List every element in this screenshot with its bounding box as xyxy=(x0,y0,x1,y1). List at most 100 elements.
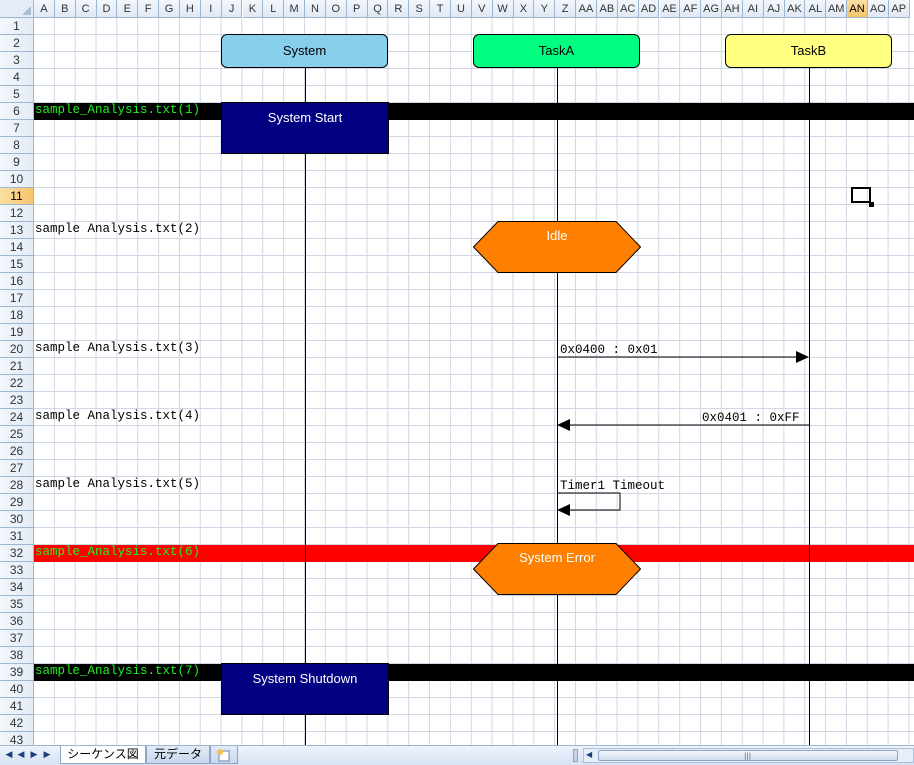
column-header-l[interactable]: L xyxy=(263,0,285,18)
column-header-af[interactable]: AF xyxy=(680,0,702,18)
column-header-e[interactable]: E xyxy=(117,0,139,18)
row-header-25[interactable]: 25 xyxy=(0,426,34,443)
row-header-21[interactable]: 21 xyxy=(0,358,34,375)
column-header-d[interactable]: D xyxy=(96,0,118,18)
row-header-39[interactable]: 39 xyxy=(0,664,34,681)
first-sheet-icon[interactable]: ◀ xyxy=(5,750,13,760)
row-header-7[interactable]: 7 xyxy=(0,120,34,137)
row-header-40[interactable]: 40 xyxy=(0,681,34,698)
row-header-9[interactable]: 9 xyxy=(0,154,34,171)
row-header-1[interactable]: 1 xyxy=(0,18,34,35)
msg2-label[interactable]: 0x0401 : 0xFF xyxy=(702,411,800,425)
row-header-41[interactable]: 41 xyxy=(0,698,34,715)
cell-grid[interactable] xyxy=(34,18,914,745)
column-header-f[interactable]: F xyxy=(138,0,160,18)
column-header-ap[interactable]: AP xyxy=(888,0,910,18)
row-header-2[interactable]: 2 xyxy=(0,35,34,52)
next-sheet-icon[interactable]: ▶ xyxy=(30,750,38,760)
column-header-p[interactable]: P xyxy=(346,0,368,18)
row-header-10[interactable]: 10 xyxy=(0,171,34,188)
prev-sheet-icon[interactable]: ◀ xyxy=(17,750,25,760)
scroll-left-icon[interactable]: ◀ xyxy=(586,750,593,759)
column-header-am[interactable]: AM xyxy=(826,0,848,18)
column-header-t[interactable]: T xyxy=(430,0,451,18)
row-header-26[interactable]: 26 xyxy=(0,443,34,460)
column-header-h[interactable]: H xyxy=(179,0,201,18)
column-header-c[interactable]: C xyxy=(75,0,97,18)
column-header-ah[interactable]: AH xyxy=(722,0,743,18)
msg1-label[interactable]: 0x0400 : 0x01 xyxy=(560,343,658,357)
active-cell-cursor[interactable] xyxy=(851,187,871,203)
column-header-ao[interactable]: AO xyxy=(868,0,889,18)
row-header-34[interactable]: 34 xyxy=(0,579,34,596)
column-header-k[interactable]: K xyxy=(242,0,264,18)
row-header-31[interactable]: 31 xyxy=(0,528,34,545)
horizontal-scroll-thumb[interactable]: ||| xyxy=(598,750,898,761)
column-header-an[interactable]: AN xyxy=(847,0,868,18)
last-sheet-icon[interactable]: ▶ xyxy=(43,750,51,760)
row-header-36[interactable]: 36 xyxy=(0,613,34,630)
row-header-24[interactable]: 24 xyxy=(0,409,34,426)
column-header-x[interactable]: X xyxy=(513,0,535,18)
column-header-a[interactable]: A xyxy=(34,0,55,18)
row-header-6[interactable]: 6 xyxy=(0,103,34,120)
column-header-aj[interactable]: AJ xyxy=(763,0,785,18)
actor-system[interactable]: System xyxy=(221,34,388,68)
tab-split-handle[interactable] xyxy=(573,749,578,762)
column-header-j[interactable]: J xyxy=(221,0,243,18)
column-header-al[interactable]: AL xyxy=(805,0,827,18)
row-header-37[interactable]: 37 xyxy=(0,630,34,647)
column-header-m[interactable]: M xyxy=(284,0,306,18)
column-header-b[interactable]: B xyxy=(54,0,76,18)
column-header-r[interactable]: R xyxy=(388,0,410,18)
column-header-o[interactable]: O xyxy=(325,0,347,18)
horizontal-scrollbar[interactable]: ◀ ||| xyxy=(583,748,914,763)
column-header-i[interactable]: I xyxy=(200,0,222,18)
row-header-19[interactable]: 19 xyxy=(0,324,34,341)
row-header-3[interactable]: 3 xyxy=(0,52,34,69)
timer-label[interactable]: Timer1 Timeout xyxy=(560,479,666,493)
row-header-22[interactable]: 22 xyxy=(0,375,34,392)
column-header-ad[interactable]: AD xyxy=(638,0,660,18)
column-header-y[interactable]: Y xyxy=(534,0,556,18)
row-header-15[interactable]: 15 xyxy=(0,256,34,273)
column-header-ae[interactable]: AE xyxy=(659,0,681,18)
system-start-block[interactable]: System Start xyxy=(221,102,389,154)
row-header-20[interactable]: 20 xyxy=(0,341,34,358)
actor-taska[interactable]: TaskA xyxy=(473,34,640,68)
row-header-13[interactable]: 13 xyxy=(0,222,34,239)
actor-taskb[interactable]: TaskB xyxy=(725,34,892,68)
system-shutdown-block[interactable]: System Shutdown xyxy=(221,663,389,715)
row-header-4[interactable]: 4 xyxy=(0,69,34,86)
column-header-z[interactable]: Z xyxy=(555,0,577,18)
tab-source-data[interactable]: 元データ xyxy=(146,746,210,764)
column-header-ab[interactable]: AB xyxy=(596,0,618,18)
row-header-42[interactable]: 42 xyxy=(0,715,34,732)
row-header-23[interactable]: 23 xyxy=(0,392,34,409)
row-header-17[interactable]: 17 xyxy=(0,290,34,307)
tab-sequence-diagram[interactable]: シーケンス図 xyxy=(60,746,146,764)
row-header-16[interactable]: 16 xyxy=(0,273,34,290)
column-header-v[interactable]: V xyxy=(471,0,493,18)
system-error-state[interactable]: System Error xyxy=(472,543,642,595)
row-header-12[interactable]: 12 xyxy=(0,205,34,222)
row-header-35[interactable]: 35 xyxy=(0,596,34,613)
column-header-ag[interactable]: AG xyxy=(701,0,723,18)
column-header-ai[interactable]: AI xyxy=(742,0,764,18)
idle-state[interactable]: Idle xyxy=(472,221,642,273)
column-header-aa[interactable]: AA xyxy=(576,0,597,18)
row-header-38[interactable]: 38 xyxy=(0,647,34,664)
column-header-ac[interactable]: AC xyxy=(617,0,639,18)
row-header-11[interactable]: 11 xyxy=(0,188,34,205)
row-header-14[interactable]: 14 xyxy=(0,239,34,256)
column-header-n[interactable]: N xyxy=(305,0,326,18)
column-header-ak[interactable]: AK xyxy=(784,0,806,18)
row-header-33[interactable]: 33 xyxy=(0,562,34,579)
column-header-w[interactable]: W xyxy=(492,0,514,18)
row-header-29[interactable]: 29 xyxy=(0,494,34,511)
row-header-28[interactable]: 28 xyxy=(0,477,34,494)
column-header-u[interactable]: U xyxy=(451,0,472,18)
column-header-g[interactable]: G xyxy=(159,0,180,18)
fill-handle[interactable] xyxy=(869,202,874,207)
select-all-button[interactable] xyxy=(0,0,34,18)
